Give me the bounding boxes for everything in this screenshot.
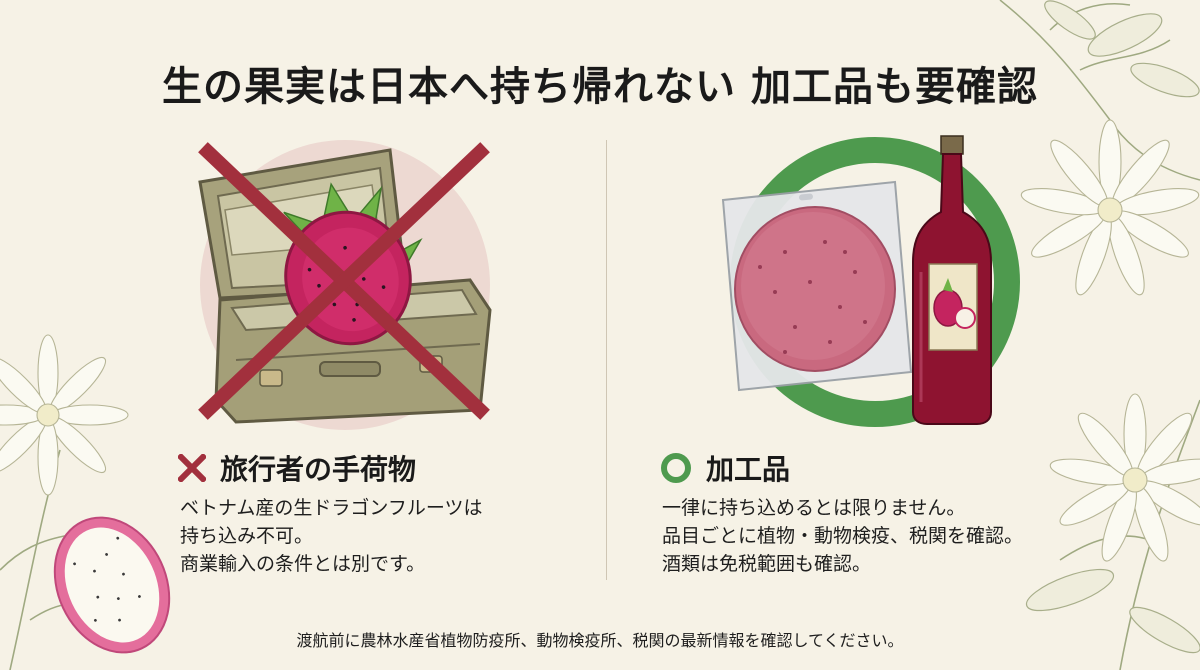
cross-icon <box>178 454 206 482</box>
left-line-3: 商業輸入の条件とは別です。 <box>180 553 426 575</box>
right-body-text: 一律に持ち込めるとは限りません。 品目ごとに植物・動物検疫、税関を確認。 酒類は… <box>662 494 1023 578</box>
right-heading: 加工品 <box>660 448 790 488</box>
right-line-3: 酒類は免税範囲も確認。 <box>662 553 872 575</box>
page-title: 生の果実は日本へ持ち帰れない 加工品も要確認 <box>162 64 1038 110</box>
circle-icon <box>661 453 691 483</box>
left-body-text: ベトナム産の生ドラゴンフルーツは 持ち込み不可。 商業輸入の条件とは別です。 <box>180 494 482 578</box>
processed-goods-allowed-illustration <box>721 135 1020 427</box>
right-line-1: 一律に持ち込めるとは限りません。 <box>662 497 966 519</box>
column-divider <box>606 140 607 580</box>
left-line-1: ベトナム産の生ドラゴンフルーツは <box>180 497 483 519</box>
bottom-right-flower-decoration <box>1025 393 1200 670</box>
right-heading-text: 加工品 <box>706 453 791 486</box>
right-line-2: 品目ごとに植物・動物検疫、税関を確認。 <box>662 525 1024 547</box>
prohibited-cross <box>198 142 490 420</box>
left-line-2: 持ち込み不可。 <box>180 525 314 547</box>
left-heading: 旅行者の手荷物 <box>178 448 416 488</box>
liquor-bottle-icon <box>912 135 992 425</box>
left-heading-text: 旅行者の手荷物 <box>220 453 417 486</box>
bottom-left-flower-decoration <box>0 334 171 670</box>
footer-note: 渡航前に農林水産省植物防疫所、動物検疫所、税関の最新情報を確認してください。 <box>296 631 904 650</box>
packaged-dried-fruit-icon <box>721 180 913 392</box>
top-right-flower-decoration <box>999 0 1200 296</box>
suitcase-dragonfruit-crossed-illustration <box>198 140 492 430</box>
